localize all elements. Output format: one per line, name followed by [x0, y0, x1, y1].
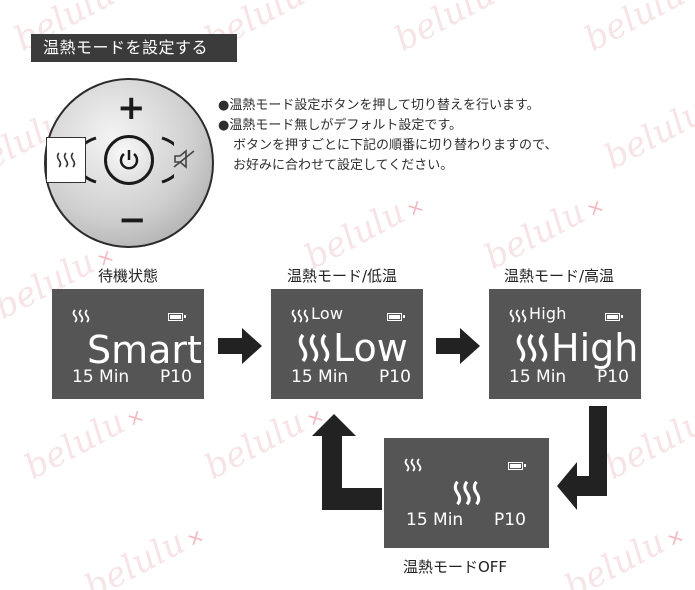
- watermark: belulu: [478, 182, 610, 278]
- display-timer: 15 Min: [406, 510, 464, 530]
- watermark: belulu: [578, 0, 695, 60]
- instructions: ●温熱モード設定ボタンを押して切り替えを行います。 ●温熱モード無しがデフォルト…: [218, 96, 678, 176]
- display-power-level: P10: [494, 510, 526, 530]
- battery-icon: [605, 313, 623, 321]
- arrow-right-icon: [218, 328, 262, 364]
- heat-wave-icon: [298, 333, 330, 363]
- watermark: belulu: [388, 0, 520, 60]
- dial-ring: [84, 136, 174, 184]
- instruction-line: ボタンを押すごとに下記の順番に切り替わりますので、: [233, 138, 558, 153]
- arrow-return-icon: [557, 406, 607, 510]
- heat-wave-icon: [516, 333, 548, 363]
- heat-wave-icon: [453, 480, 481, 506]
- heat-mode-button-highlight: [46, 137, 86, 183]
- battery-icon: [508, 462, 526, 470]
- arrow-right-icon: [436, 328, 480, 364]
- instruction-line: お好みに合わせて設定してください。: [233, 158, 454, 173]
- minus-icon: −: [118, 200, 147, 240]
- heat-wave-icon: [72, 309, 90, 323]
- display-mode-small: Low: [311, 304, 344, 323]
- display-power-level: P10: [379, 367, 411, 387]
- display-off: 15 Min P10: [384, 438, 549, 548]
- plus-icon: +: [117, 88, 146, 128]
- watermark: belulu: [198, 392, 330, 488]
- battery-icon: [168, 313, 186, 321]
- state-label-high: 温熱モード/高温: [504, 267, 615, 285]
- section-title: 温熱モードを設定する: [31, 34, 237, 62]
- display-timer: 15 Min: [291, 367, 349, 387]
- display-timer: 15 Min: [72, 367, 130, 387]
- display-low: Low Low 15 Min P10: [271, 289, 423, 399]
- power-button: [104, 135, 154, 185]
- display-power-level: P10: [160, 367, 192, 387]
- heat-wave-icon: [509, 309, 527, 323]
- watermark: belulu: [78, 512, 210, 590]
- display-power-level: P10: [597, 367, 629, 387]
- power-icon: [119, 150, 139, 170]
- heat-wave-icon: [291, 309, 309, 323]
- battery-icon: [387, 313, 405, 321]
- watermark: belulu: [18, 392, 150, 488]
- state-label-standby: 待機状態: [98, 267, 159, 285]
- instruction-line: ●温熱モード設定ボタンを押して切り替えを行います。: [218, 98, 540, 113]
- arrow-return-icon: [312, 414, 382, 510]
- control-dial: + −: [44, 78, 214, 248]
- display-mode-text: Smart: [87, 328, 202, 372]
- display-mode-text: Low: [333, 326, 408, 370]
- display-standby: Smart 15 Min P10: [52, 289, 204, 399]
- state-label-low: 温熱モード/低温: [287, 267, 398, 285]
- watermark: belulu: [558, 512, 690, 590]
- state-label-off: 温熱モードOFF: [403, 558, 508, 576]
- display-mode-text: High: [551, 326, 639, 370]
- display-mode-small: High: [529, 304, 567, 323]
- heat-wave-icon: [56, 152, 76, 168]
- heat-wave-icon: [404, 458, 422, 472]
- watermark: belulu: [298, 182, 430, 278]
- mute-speaker-icon: [173, 149, 195, 169]
- display-high: High High 15 Min P10: [489, 289, 641, 399]
- instruction-line: ●温熱モード無しがデフォルト設定です。: [218, 118, 463, 133]
- display-timer: 15 Min: [509, 367, 567, 387]
